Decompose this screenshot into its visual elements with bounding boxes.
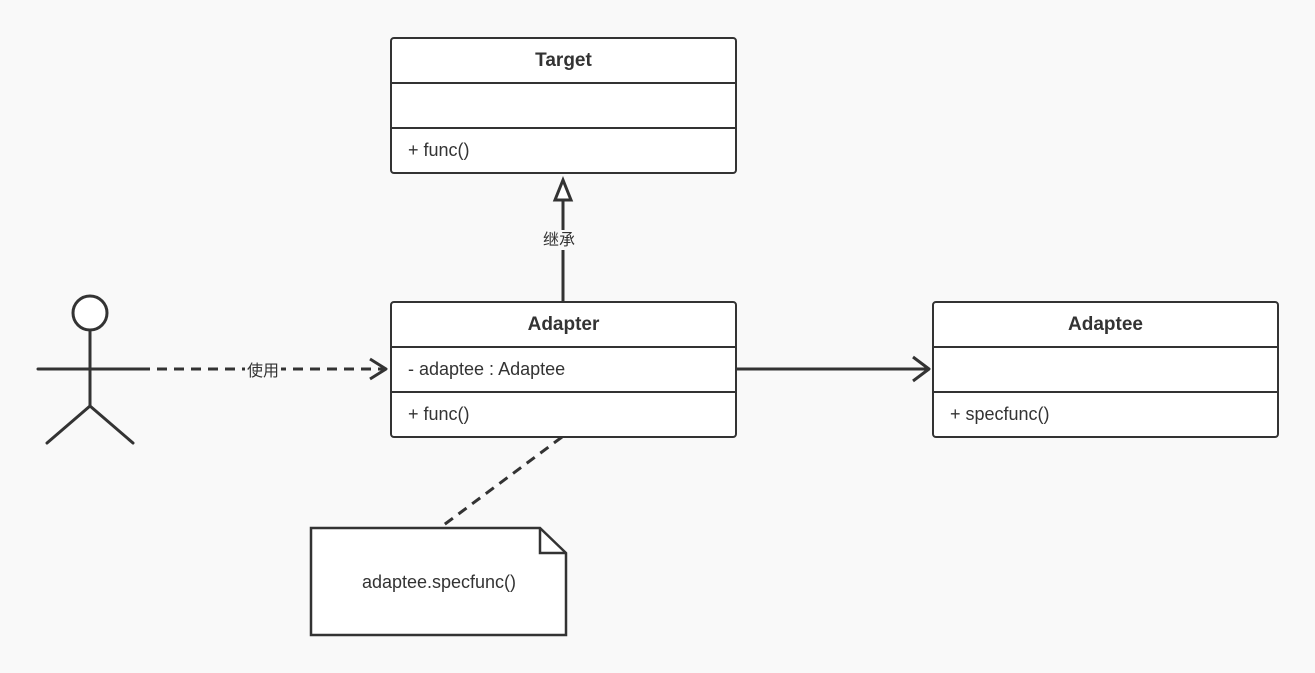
inherit-edge-label: 继承 xyxy=(541,230,578,250)
class-adaptee-name: Adaptee xyxy=(934,303,1277,348)
class-target-operations: + func() xyxy=(408,139,470,160)
class-adaptee[interactable]: Adaptee + specfunc() xyxy=(932,301,1279,438)
class-adaptee-attributes xyxy=(934,348,1277,393)
class-adaptee-operations: + specfunc() xyxy=(950,403,1050,424)
class-adapter-attributes: - adaptee : Adaptee xyxy=(392,348,735,393)
note-text: adaptee.specfunc() xyxy=(361,572,517,592)
actor-figure xyxy=(36,294,142,445)
note-corner-icon xyxy=(538,528,566,555)
class-adapter[interactable]: Adapter - adaptee : Adaptee + func() xyxy=(390,301,737,438)
class-adapter-operations: + func() xyxy=(408,403,470,424)
note-link-edge xyxy=(440,435,563,529)
note-shape xyxy=(309,526,568,637)
class-target[interactable]: Target + func() xyxy=(390,37,737,174)
use-edge-label: 使用 xyxy=(245,361,282,381)
actor-left-leg xyxy=(45,404,92,445)
actor-head xyxy=(71,294,109,332)
association-arrowhead-icon xyxy=(912,355,931,383)
association-edge xyxy=(736,355,931,383)
actor-right-leg xyxy=(88,404,135,445)
inheritance-edge xyxy=(552,175,574,301)
class-target-name: Target xyxy=(392,39,735,84)
inheritance-arrowhead-icon xyxy=(552,175,574,202)
class-adapter-name: Adapter xyxy=(392,303,735,348)
class-target-attributes xyxy=(392,84,735,129)
